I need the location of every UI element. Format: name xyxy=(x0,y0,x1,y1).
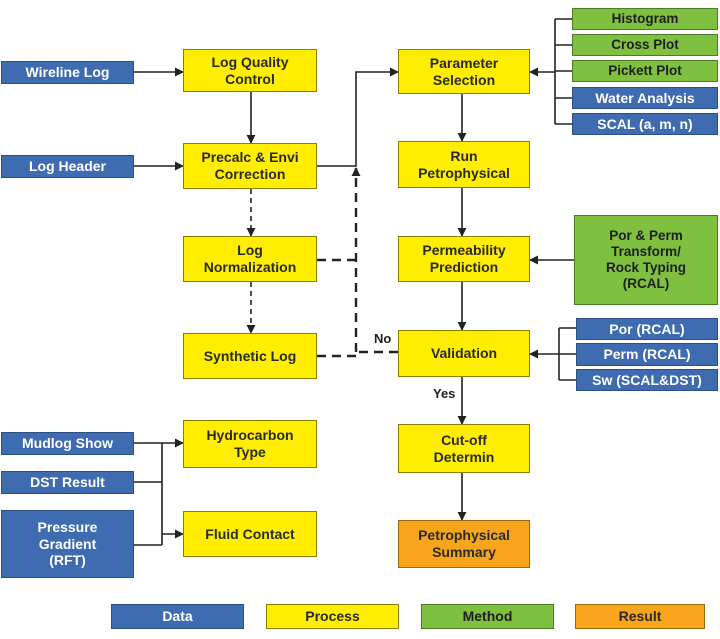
log-quality-control-node: Log Quality Control xyxy=(183,49,317,92)
water-analysis-node: Water Analysis xyxy=(572,87,718,109)
sw-scal-dst-node: Sw (SCAL&DST) xyxy=(576,369,718,391)
por-rcal-node: Por (RCAL) xyxy=(576,318,718,340)
wireline-log-node: Wireline Log xyxy=(1,61,134,84)
yes-edge-label: Yes xyxy=(433,386,456,401)
synthetic-log-node: Synthetic Log xyxy=(183,333,317,379)
dst-result-node: DST Result xyxy=(1,471,134,494)
log-header-node: Log Header xyxy=(1,155,134,178)
no-edge-label: No xyxy=(374,331,392,346)
pickett-plot-node: Pickett Plot xyxy=(572,60,718,82)
legend-method: Method xyxy=(421,604,554,629)
scal-node: SCAL (a, m, n) xyxy=(572,113,718,135)
perm-rcal-node: Perm (RCAL) xyxy=(576,343,718,366)
fluid-contact-node: Fluid Contact xyxy=(183,511,317,557)
permeability-prediction-node: Permeability Prediction xyxy=(398,236,530,282)
hydrocarbon-type-node: Hydrocarbon Type xyxy=(183,420,317,468)
log-normalization-node: Log Normalization xyxy=(183,236,317,282)
por-perm-transform-node: Por & Perm Transform/ Rock Typing (RCAL) xyxy=(574,215,718,305)
histogram-node: Histogram xyxy=(572,8,718,30)
legend-process: Process xyxy=(266,604,399,629)
cross-plot-node: Cross Plot xyxy=(572,34,718,56)
precalc-correction-node: Precalc & Envi Correction xyxy=(183,143,317,189)
parameter-selection-node: Parameter Selection xyxy=(398,49,530,94)
petrophysical-summary-node: Petrophysical Summary xyxy=(398,520,530,568)
legend-result: Result xyxy=(575,604,705,629)
validation-node: Validation xyxy=(398,330,530,377)
legend-data: Data xyxy=(111,604,244,629)
pressure-gradient-node: Pressure Gradient (RFT) xyxy=(1,510,134,578)
precalc-to-parameter-connector xyxy=(317,67,399,167)
mudlog-show-node: Mudlog Show xyxy=(1,432,134,455)
cutoff-determin-node: Cut-off Determin xyxy=(398,424,530,473)
run-petrophysical-node: Run Petrophysical xyxy=(398,141,530,188)
